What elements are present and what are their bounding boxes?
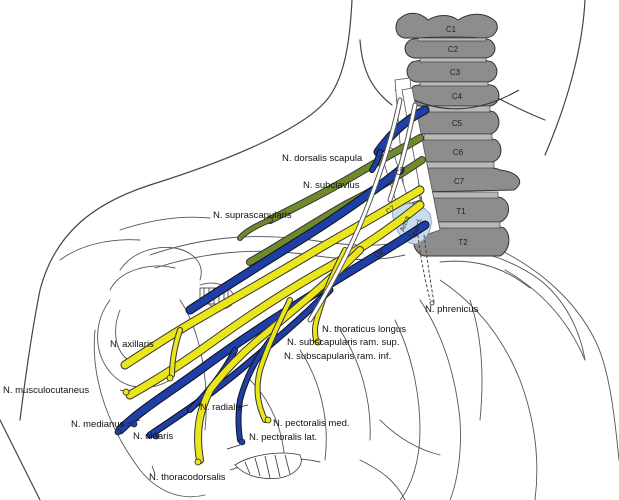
label-medianus: N. medianus: [71, 419, 125, 430]
label-subclavius: N. subclavius: [303, 180, 360, 191]
vertebra-label-c3: C3: [450, 68, 461, 77]
label-radialis: N. radialis: [200, 402, 243, 413]
label-pectoralis-med: N. pectoralis med.: [273, 418, 350, 429]
vertebra-label-c1: C1: [446, 25, 457, 34]
nerves-yellow: [120, 185, 425, 464]
nerve-end-dots: [114, 300, 435, 466]
label-dorsalis-scapulae: N. dorsalis scapula: [282, 153, 363, 164]
vertebra-label-c2: C2: [448, 45, 459, 54]
label-thoraticus-longus: N. thoraticus longus: [322, 324, 406, 335]
vertebra-labels: C1 C2 C3 C4 C5 C6 C7 T1 T2: [446, 25, 468, 247]
root-label-c6: C6: [395, 166, 406, 177]
vessels-white: [307, 97, 418, 323]
vertebra-label-c4: C4: [452, 92, 463, 101]
phrenic-nerve: [417, 234, 431, 301]
vertebra-label-t2: T2: [458, 238, 468, 247]
label-suprascapularis: N. suprascapularis: [213, 210, 292, 221]
vertebra-c2: [404, 36, 496, 59]
label-subscapularis-sup: N. subscapularis ram. sup.: [287, 337, 400, 348]
root-label-c7: C7: [385, 205, 396, 216]
label-axillaris: N. axillaris: [110, 339, 154, 350]
vertebra-label-c7: C7: [454, 177, 465, 186]
root-label-t1: T1: [408, 232, 419, 242]
vertebra-c1: [395, 12, 498, 39]
label-pectoralis-lat: N. pectoralis lat.: [249, 432, 318, 443]
root-label-c8: C8: [374, 249, 385, 260]
vertebra-label-t1: T1: [456, 207, 466, 216]
vertebral-column: [395, 12, 521, 257]
vertebra-label-c6: C6: [453, 148, 464, 157]
label-musculocutaneus: N. musculocutaneus: [3, 385, 90, 396]
label-phrenicus: N. phrenicus: [425, 304, 479, 315]
vertebra-label-c5: C5: [452, 119, 463, 128]
label-subscapularis-inf: N. subscapularis ram. inf.: [284, 351, 392, 362]
label-thoracodorsalis: N. thoracodorsalis: [149, 472, 226, 483]
label-ulnaris: N. ulnaris: [133, 431, 174, 442]
